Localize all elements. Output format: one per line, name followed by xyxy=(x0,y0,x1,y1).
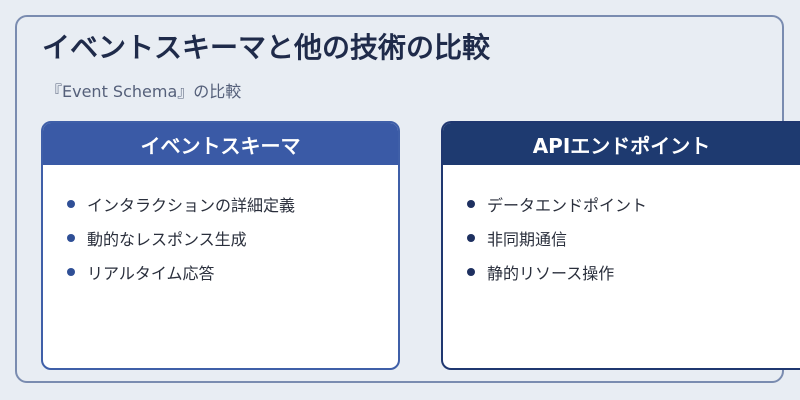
list-item-text: 動的なレスポンス生成 xyxy=(87,230,247,249)
bullet-icon xyxy=(67,268,75,276)
page-subtitle: 『Event Schema』の比較 xyxy=(46,82,242,101)
list-item: 非同期通信 xyxy=(467,221,800,255)
bullet-icon xyxy=(67,234,75,242)
list-item: 静的リソース操作 xyxy=(467,255,800,289)
api-endpoint-list: データエンドポイント 非同期通信 静的リソース操作 xyxy=(443,165,800,289)
api-endpoint-card-header: APIエンドポイント xyxy=(443,123,800,165)
bullet-icon xyxy=(467,268,475,276)
bullet-icon xyxy=(467,234,475,242)
list-item-text: データエンドポイント xyxy=(487,196,648,215)
event-schema-card: イベントスキーマ インタラクションの詳細定義 動的なレスポンス生成 リアルタイム… xyxy=(41,121,400,370)
list-item: 動的なレスポンス生成 xyxy=(67,221,398,255)
list-item: リアルタイム応答 xyxy=(67,255,398,289)
list-item-text: インタラクションの詳細定義 xyxy=(87,196,296,215)
event-schema-list: インタラクションの詳細定義 動的なレスポンス生成 リアルタイム応答 xyxy=(43,165,398,289)
api-endpoint-card: APIエンドポイント データエンドポイント 非同期通信 静的リソース操作 xyxy=(441,121,800,370)
event-schema-card-header: イベントスキーマ xyxy=(43,123,398,165)
page-title: イベントスキーマと他の技術の比較 xyxy=(42,31,491,64)
bullet-icon xyxy=(467,200,475,208)
list-item: インタラクションの詳細定義 xyxy=(67,187,398,221)
list-item-text: リアルタイム応答 xyxy=(87,264,215,283)
list-item-text: 静的リソース操作 xyxy=(487,264,615,283)
bullet-icon xyxy=(67,200,75,208)
list-item-text: 非同期通信 xyxy=(487,230,568,249)
list-item: データエンドポイント xyxy=(467,187,800,221)
